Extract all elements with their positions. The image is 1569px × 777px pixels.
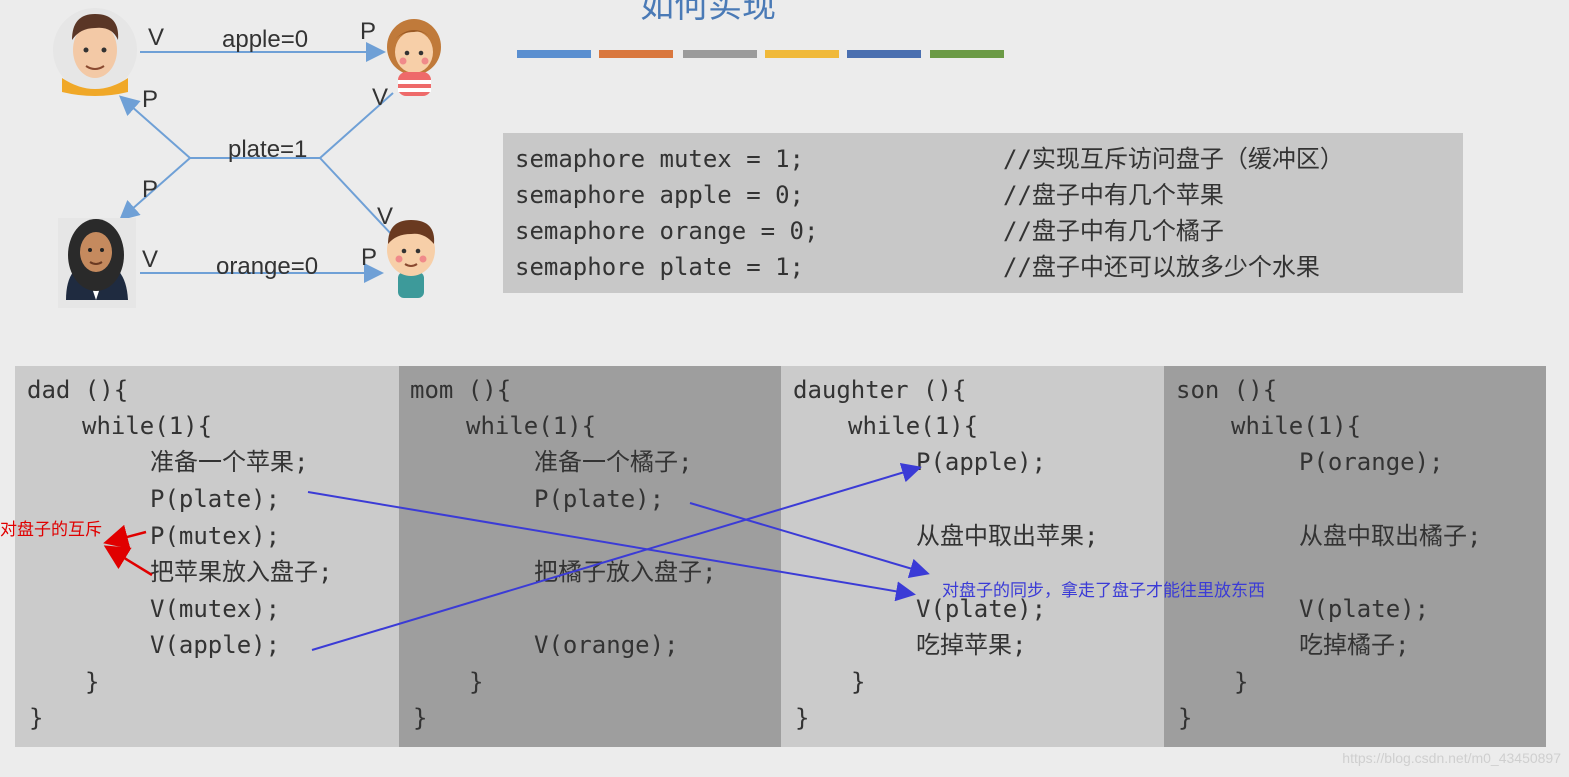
code-column-mom: mom (){ while(1){ 准备一个橘子; P(plate); 把橘子放… [399, 366, 781, 747]
code-line: 吃掉橘子; [1299, 631, 1410, 659]
declaration-comment: //盘子中还可以放多少个水果 [1003, 253, 1320, 281]
declaration-code: semaphore mutex = 1; [515, 145, 804, 173]
code-line: 把苹果放入盘子; [150, 558, 333, 586]
semaphore-declarations: semaphore mutex = 1; //实现互斥访问盘子（缓冲区） sem… [503, 133, 1463, 293]
declaration-comment: //盘子中有几个橘子 [1003, 217, 1224, 245]
mutex-note: 对盘子的互斥 [0, 520, 102, 539]
code-line: P(plate); [534, 485, 665, 513]
declaration-code: semaphore plate = 1; [515, 253, 804, 281]
code-line: } [1234, 668, 1249, 696]
code-line: 准备一个苹果; [150, 448, 309, 476]
edge-label-dad-p: P [142, 86, 159, 113]
sync-note: 对盘子的同步，拿走了盘子才能往里放东西 [942, 581, 1265, 600]
edge-label-daughter-p: P [360, 18, 377, 45]
declaration-comment: //盘子中有几个苹果 [1003, 181, 1224, 209]
edge-label-mom-v: V [142, 246, 159, 273]
code-line: mom (){ [410, 376, 512, 404]
edge-label-apple: apple=0 [222, 26, 309, 53]
code-line: dad (){ [27, 376, 129, 404]
code-line: } [85, 668, 100, 696]
color-bar-segment [930, 50, 1004, 58]
edge-label-orange: orange=0 [216, 253, 319, 280]
edge-plate-dad [119, 95, 191, 159]
code-line: P(mutex); [150, 522, 281, 550]
code-line: } [1178, 704, 1193, 732]
code-line: } [795, 704, 810, 732]
code-line: V(plate); [1299, 595, 1430, 623]
mom-avatar [58, 218, 136, 308]
edge-label-daughter-v: V [372, 84, 389, 111]
code-line: son (){ [1176, 376, 1278, 404]
edge-label-son-p: P [361, 244, 378, 271]
edge-label-mom-p: P [142, 176, 159, 203]
daughter-avatar [387, 19, 441, 96]
code-line: 吃掉苹果; [916, 631, 1027, 659]
code-line: 从盘中取出橘子; [1299, 522, 1482, 550]
color-bar-segment [765, 50, 839, 58]
watermark: https://blog.csdn.net/m0_43450897 [1342, 750, 1561, 766]
color-bar-segment [599, 50, 673, 58]
edge-label-dad-v: V [148, 24, 165, 51]
code-column-son: son (){ while(1){ P(orange); 从盘中取出橘子; V(… [1164, 366, 1546, 747]
color-bar-segment [517, 50, 591, 58]
code-column-dad: dad (){ while(1){ 准备一个苹果; P(plate); P(mu… [15, 366, 399, 747]
code-line: P(plate); [150, 485, 281, 513]
edge-daughter-plate [319, 92, 394, 159]
code-line: P(orange); [1299, 448, 1444, 476]
code-line: } [851, 668, 866, 696]
code-line: V(orange); [534, 631, 679, 659]
code-line: while(1){ [1231, 412, 1362, 440]
page-title: 如何实现 [640, 0, 776, 26]
code-line: } [29, 704, 44, 732]
code-line: 把橘子放入盘子; [534, 558, 717, 586]
code-line: } [469, 668, 484, 696]
declaration-code: semaphore apple = 0; [515, 181, 804, 209]
code-line: 从盘中取出苹果; [916, 522, 1099, 550]
code-line: 准备一个橘子; [534, 448, 693, 476]
code-line: while(1){ [848, 412, 979, 440]
color-bar-segment [847, 50, 921, 58]
son-avatar [387, 220, 435, 298]
code-line: P(apple); [916, 448, 1047, 476]
code-line: while(1){ [82, 412, 213, 440]
code-line: V(mutex); [150, 595, 281, 623]
dad-avatar [53, 8, 137, 96]
code-line: V(apple); [150, 631, 281, 659]
code-line: daughter (){ [793, 376, 967, 404]
code-line: V(plate); [916, 595, 1047, 623]
declaration-comment: //实现互斥访问盘子（缓冲区） [1003, 145, 1344, 173]
edge-label-plate: plate=1 [228, 136, 308, 163]
edge-label-son-v: V [377, 203, 394, 230]
edge-son-plate [319, 157, 394, 237]
code-column-daughter: daughter (){ while(1){ P(apple); 从盘中取出苹果… [781, 366, 1164, 747]
declaration-code: semaphore orange = 0; [515, 217, 819, 245]
semaphore-diagram [53, 8, 441, 308]
code-line: while(1){ [466, 412, 597, 440]
edge-plate-mom [119, 157, 191, 221]
code-line: } [413, 704, 428, 732]
color-bar-segment [683, 50, 757, 58]
